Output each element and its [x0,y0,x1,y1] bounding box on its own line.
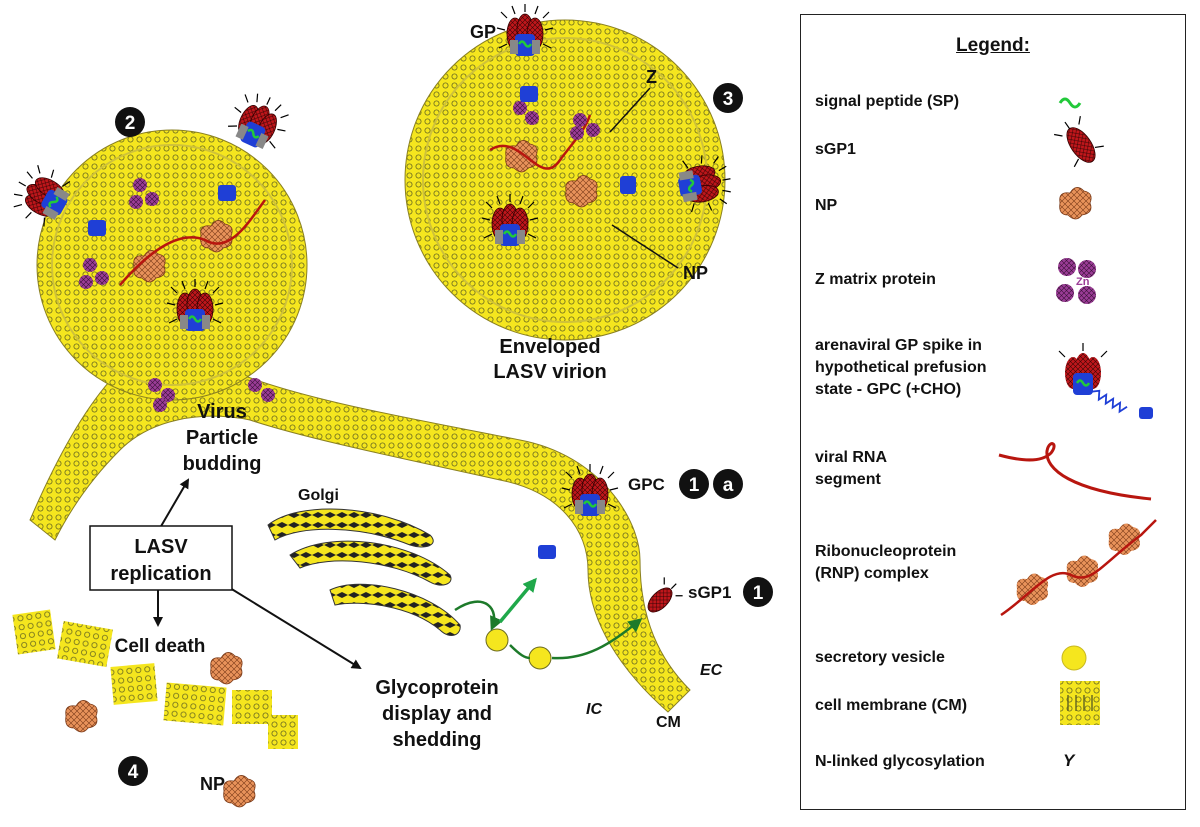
legend-title: Legend: [956,35,1030,56]
legend-item-cell-membrane: cell membrane (CM) [815,697,968,714]
gp-spike-icon [1058,343,1153,419]
budding-label-3: budding [183,453,262,475]
label-gpc: GPC [628,475,665,494]
sgp1-icon [1054,116,1104,168]
replication-label-2: replication [110,563,211,585]
step-marker-2: 2 [115,107,145,137]
legend-item-glycosylation: N-linked glycosylation [815,753,985,770]
legend-item-signal-peptide: signal peptide (SP) [815,93,960,110]
cell-membrane [29,369,691,713]
budding-label-1: Virus [197,401,247,423]
step-marker-3: 3 [713,83,743,113]
transport-arrow-gpc [454,600,503,631]
legend-item-np: NP [815,197,838,214]
legend-item-vesicle: secretory vesicle [815,649,945,666]
signal-peptide-icon [1058,97,1082,109]
label-gp: GP [470,22,496,42]
glycoprotein-label-2: display and [382,703,492,725]
label-sgp1: sGP1 [688,583,731,602]
glycosylation-icon: Y [1063,751,1075,770]
viral-rna-icon [998,442,1152,501]
rnp-complex [119,199,267,286]
enveloped-virion [404,2,737,341]
label-ec: EC [700,662,723,679]
transport-arrow-gpc-surface [498,577,537,624]
svg-text:a: a [723,475,734,496]
virion-caption-1: Enveloped [499,336,600,358]
secretory-vesicle [528,646,552,670]
svg-text:3: 3 [723,89,734,110]
label-ic: IC [586,701,602,718]
step-marker-4: 4 [118,756,148,786]
transport-arrow-sgp1 [509,620,640,660]
legend: Legend: signal peptide (SP) sGP1 NP Z ma… [800,14,1186,810]
lasv-lifecycle-diagram: LASV replication GP Z NP Enveloped LASV … [3,2,773,808]
replication-box [89,525,233,591]
legend-item-rnp: Ribonucleoprotein (RNP) complex [815,543,957,582]
golgi-apparatus [267,508,461,636]
budding-virion [3,84,308,401]
svg-text:2: 2 [125,113,136,134]
np-icon [1059,187,1092,220]
cell-membrane-icon [1060,681,1100,725]
arrow-to-budding [159,478,190,529]
secretory-vesicle-icon [1061,645,1087,671]
label-cm: CM [656,714,681,731]
svg-text:1: 1 [689,475,700,496]
label-np-bottom: NP [200,774,225,794]
svg-text:1: 1 [753,583,764,604]
legend-item-gp-spike: arenaviral GP spike in hypothetical pref… [815,337,987,398]
svg-text:4: 4 [128,762,139,783]
glycoprotein-label-1: Glycoprotein [375,677,498,699]
zinc-label: Zn [1076,276,1090,288]
legend-item-viral-rna: viral RNA segment [815,449,888,488]
label-cell-death: Cell death [115,636,206,657]
z-matrix-icon: Zn [1056,258,1096,304]
sgp1-shed [647,577,683,613]
cell-death-fragments [12,609,298,808]
label-z: Z [646,67,657,87]
legend-item-sgp1: sGP1 [815,141,856,158]
replication-label-1: LASV [134,536,188,558]
step-marker-1a: 1 a [679,469,743,499]
legend-item-z: Z matrix protein [815,271,936,288]
glycoprotein-label-3: shedding [393,729,482,751]
arrow-to-glycoprotein [229,587,362,670]
rnp-complex-icon [1000,519,1157,617]
label-golgi: Golgi [298,487,339,504]
secretory-vesicle [485,628,509,652]
virion-caption-2: LASV virion [493,361,606,383]
step-marker-1: 1 [743,577,773,607]
budding-label-2: Particle [186,427,258,449]
label-np-virion: NP [683,263,708,283]
